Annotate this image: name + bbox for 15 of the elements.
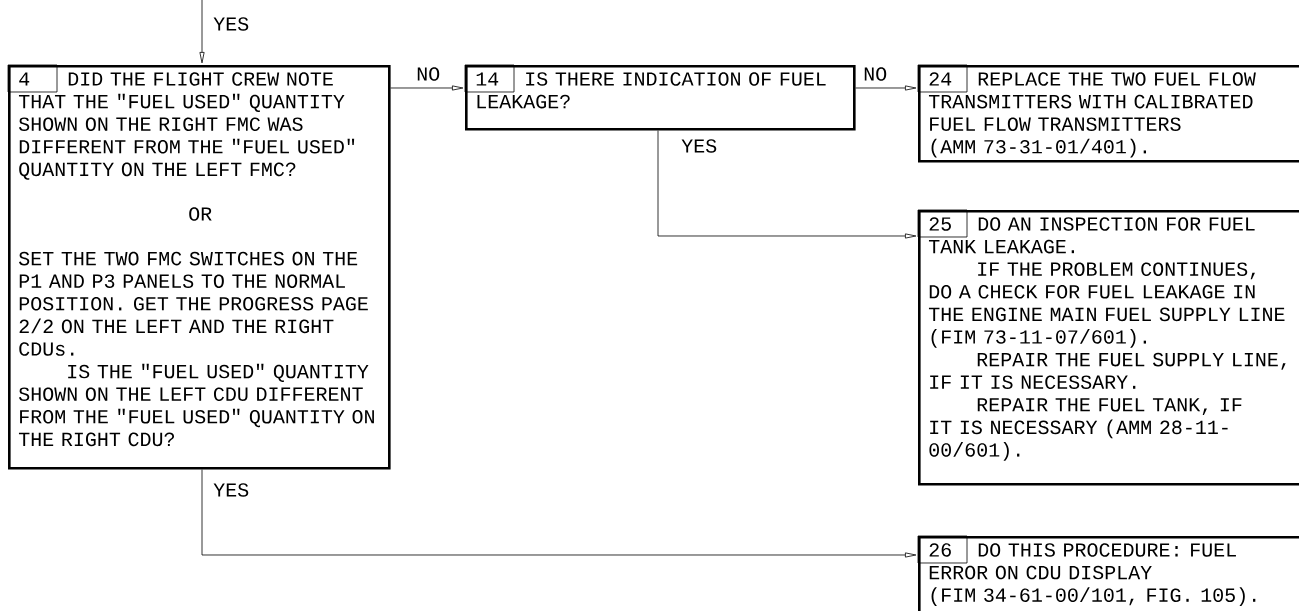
arrow xyxy=(201,469,917,558)
step-box: 24 REPLACE THE TWO FUEL FLOW TRANSMITTERS WITH CALIBRATED FUEL FLOW TRANSMITTERS (AMM 73-31-01/401). xyxy=(917,64,1299,163)
edge-label: YES xyxy=(680,138,719,154)
arrow xyxy=(657,130,917,239)
edge-label: YES xyxy=(212,482,251,498)
step-box: 26 DO THIS PROCEDURE: FUEL ERROR ON CDU DISPLAY (FIM 34-61-00/101, FIG. 105). xyxy=(917,535,1299,611)
step-box: 14 IS THERE INDICATION OF FUEL LEAKAGE? xyxy=(464,64,856,131)
edge-label: NO xyxy=(415,66,442,82)
edge-label: NO xyxy=(862,66,889,82)
arrow xyxy=(390,85,464,91)
arrow xyxy=(199,0,205,64)
step-box: 25 DO AN INSPECTION FOR FUEL TANK LEAKAGE. IF THE PROBLEM CONTINUES, DO A CHECK FOR FUEL LEAKAGE IN THE ENGINE MAIN FUEL SUPPLY LINE (FIM 73-11-07/601). REPAIR THE FUEL SUPPLY LINE, IF IT IS NECESSARY. REPAIR THE FUEL TANK, IF IT IS NECESSARY (AMM 28-11-00/601). xyxy=(917,209,1299,486)
arrow xyxy=(855,85,917,91)
step-box: 4 DID THE FLIGHT CREW NOTE THAT THE "FUEL USED" QUANTITY SHOWN ON THE RIGHT FMC WAS DIFFERENT FROM THE "FUEL USED" QUANTITY ON THE LEFT FMC? OR SET THE TWO FMC SWITCHES ON THE P1 AND P3 PANELS TO THE NORMAL POSITION. GET THE PROGRESS PAGE 2/2 ON THE LEFT AND THE RIGHT CDUs. IS THE "FUEL USED" QUANTITY SHOWN ON THE LEFT CDU DIFFERENT FROM THE "FUEL USED" QUANTITY ON THE RIGHT CDU? xyxy=(7,64,391,470)
edge-label: YES xyxy=(212,16,251,32)
